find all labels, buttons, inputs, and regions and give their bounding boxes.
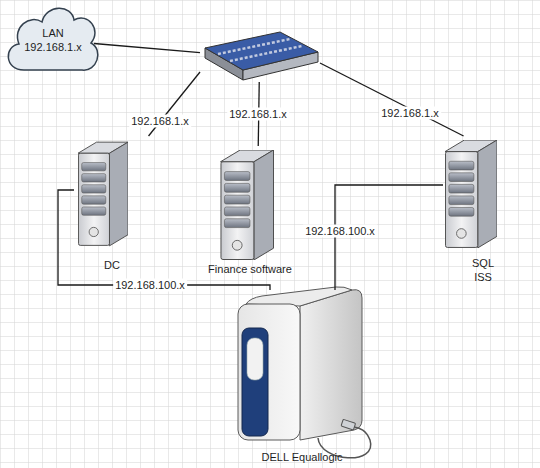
- network-link: [94, 43, 200, 52]
- connection-label: 192.168.100.x: [303, 225, 377, 238]
- lan-cloud: [8, 8, 98, 70]
- storage-illustration: [238, 287, 371, 458]
- network-cloud: LAN192.168.1.x: [12, 5, 94, 75]
- connection-label: 192.168.100.x: [113, 279, 187, 292]
- server-box: SQL ISS: [443, 136, 523, 284]
- server-box: Finance software: [196, 146, 304, 276]
- network-switch: [205, 32, 318, 80]
- server-illustration: [220, 150, 273, 260]
- server-box: DC: [74, 136, 150, 272]
- network-switch: [200, 32, 320, 82]
- node-label: 192.168.1.x: [24, 40, 82, 54]
- node-label: LAN: [42, 26, 63, 40]
- node-label: Finance software: [208, 262, 292, 276]
- storage-array: DELL Equallogic: [232, 290, 372, 464]
- network-link: [320, 63, 464, 136]
- node-label: DC: [104, 258, 120, 272]
- connection-label: 192.168.1.x: [129, 115, 191, 128]
- server-illustration: [445, 140, 497, 248]
- connection-label: 192.168.1.x: [227, 108, 289, 121]
- network-link: [335, 185, 443, 290]
- server-illustration: [78, 142, 128, 246]
- connection-label: 192.168.1.x: [379, 107, 441, 120]
- node-label: DELL Equallogic: [262, 450, 343, 464]
- node-label: SQL ISS: [463, 256, 503, 284]
